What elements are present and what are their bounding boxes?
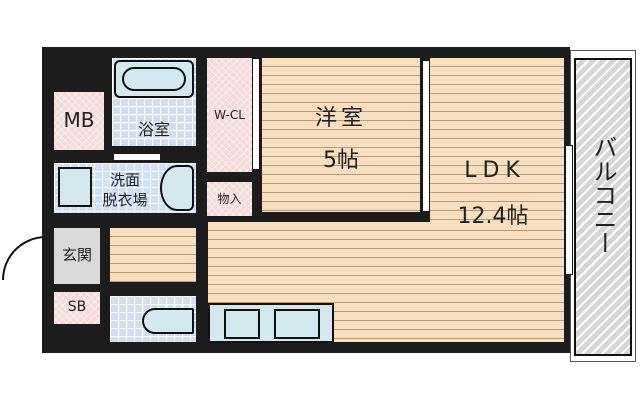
wcl-door[interactable]	[252, 58, 260, 170]
kitchen-counter	[208, 303, 334, 343]
room-entrance-label: 玄関	[61, 246, 92, 264]
room-bath-label: 浴室	[137, 120, 170, 139]
bath-door[interactable]	[114, 154, 160, 160]
room-storage: 物入	[207, 182, 252, 216]
sink-icon	[274, 309, 320, 339]
balcony-window[interactable]	[565, 145, 573, 275]
room-washroom: 洗面 脱衣場	[54, 163, 196, 213]
bathtub-icon	[114, 60, 194, 98]
stove-icon	[224, 309, 260, 339]
room-mb: MB	[54, 92, 104, 150]
room-wcl-label: W-CL	[214, 108, 245, 122]
washbasin-icon	[58, 167, 92, 207]
room-washroom-label-1: 洗面	[109, 171, 140, 189]
room-western: 洋室 5帖	[262, 58, 420, 212]
room-ldk-size: 12.4帖	[457, 204, 529, 229]
toilet-icon	[142, 308, 194, 334]
room-sb: SB	[54, 292, 100, 324]
room-ldk-label: LDK	[464, 158, 526, 183]
washing-machine-icon	[160, 165, 194, 211]
room-bath: 浴室	[112, 58, 196, 146]
room-storage-label: 物入	[217, 192, 242, 206]
room-balcony	[574, 58, 632, 356]
hallway	[110, 228, 196, 282]
room-entrance: 玄関	[54, 228, 100, 284]
room-western-label: 洋室	[314, 106, 367, 131]
room-washroom-label-2: 脱衣場	[102, 191, 148, 209]
room-western-size: 5帖	[323, 148, 359, 173]
western-sliding-door[interactable]	[422, 60, 430, 212]
room-wcl: W-CL	[207, 58, 252, 172]
front-door[interactable]	[2, 236, 46, 280]
room-sb-label: SB	[67, 299, 87, 315]
room-mb-label: MB	[63, 108, 95, 132]
room-balcony-label: バルコニー	[589, 135, 617, 255]
room-toilet	[110, 296, 196, 342]
